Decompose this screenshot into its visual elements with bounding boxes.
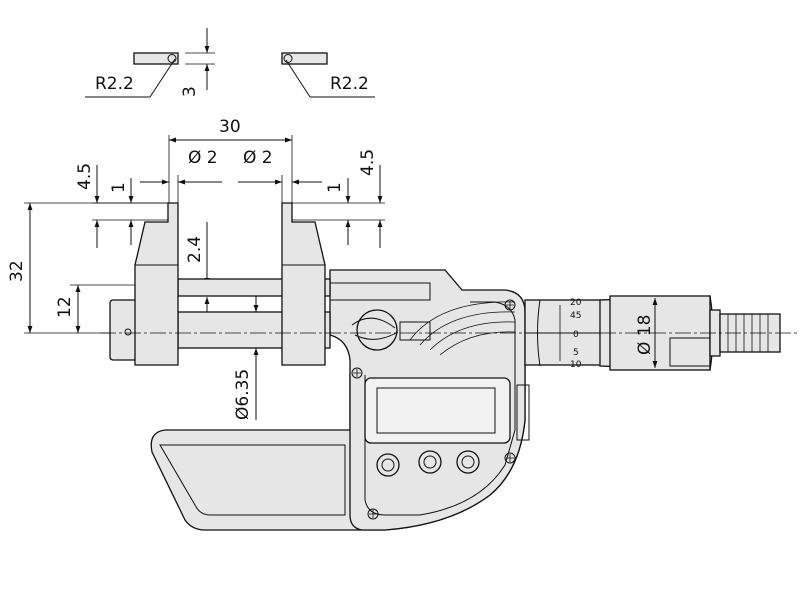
- tip-detail-left: R2.2: [85, 52, 179, 98]
- tip-diameter-left-dimension: Ø 2: [140, 148, 222, 205]
- overall-height-dimension: 32: [7, 202, 170, 334]
- spindle-diameter-dimension: Ø6.35: [233, 295, 259, 420]
- overall-height-label: 32: [7, 260, 27, 282]
- spindle-offset-label: 2.4: [185, 236, 205, 263]
- tip-height-right-label: 4.5: [358, 149, 378, 176]
- svg-text:10: 10: [570, 360, 582, 370]
- svg-text:45: 45: [570, 311, 581, 321]
- tip-dia-right-label: Ø 2: [243, 148, 273, 168]
- tip-height-right-dimension: 4.5 1: [292, 149, 385, 248]
- screw-icons: [351, 299, 516, 520]
- tip-thickness-label: 3: [180, 86, 200, 97]
- jaw-spacing-label: 30: [219, 117, 241, 137]
- tip-height-left-label: 4.5: [75, 163, 95, 190]
- radius-label-left: R2.2: [95, 74, 134, 94]
- frame-grip-pad: [159, 444, 346, 516]
- tip-step-left-label: 1: [109, 182, 129, 193]
- svg-text:20: 20: [570, 298, 582, 308]
- tip-dia-left-label: Ø 2: [188, 148, 218, 168]
- sleeve-scale: 20 45 0 5 10: [570, 298, 582, 370]
- spindle-lock: [351, 309, 431, 351]
- spindle-dia-label: Ø6.35: [233, 369, 253, 420]
- tip-height-left-dimension: 4.5 1: [75, 163, 170, 248]
- radius-label-right: R2.2: [330, 74, 369, 94]
- jaw-spacing-dimension: 30: [168, 117, 293, 205]
- left-jaw: [134, 202, 179, 366]
- spindle-height-label: 12: [55, 296, 75, 318]
- thimble-dia-label: Ø 18: [635, 315, 655, 355]
- tip-detail-right: R2.2: [281, 52, 375, 98]
- lcd-display: [364, 377, 511, 444]
- tip-thickness-dimension: 3: [180, 28, 215, 97]
- svg-text:0: 0: [573, 330, 579, 340]
- svg-text:5: 5: [573, 348, 579, 358]
- right-jaw: [281, 202, 326, 366]
- tip-diameter-right-dimension: Ø 2: [238, 148, 322, 205]
- control-buttons: [376, 450, 480, 477]
- spindle-height-dimension: 12: [55, 284, 135, 333]
- tip-step-right-label: 1: [325, 182, 345, 193]
- frame-panel: [364, 301, 516, 516]
